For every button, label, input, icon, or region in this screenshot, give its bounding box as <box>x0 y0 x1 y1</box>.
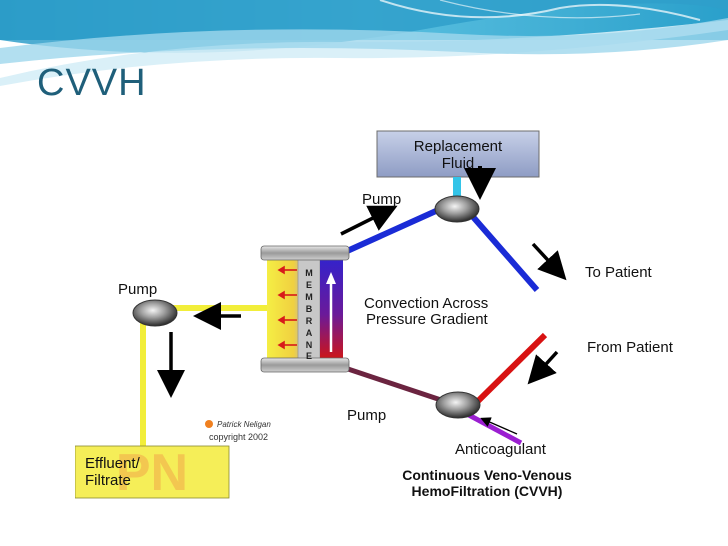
replacement-fluid-label: Replacement <box>414 138 503 155</box>
filtration-arrows <box>277 265 297 350</box>
filter-bottom-cap <box>260 357 350 373</box>
arrow-from-patient <box>527 350 559 385</box>
pump-bottom <box>435 391 481 419</box>
effluent-label-2: Filtrate <box>85 472 131 489</box>
pump-bottom-label: Pump <box>347 407 386 424</box>
diagram-caption-2: HemoFiltration (CVVH) <box>412 483 563 499</box>
pump-left <box>132 299 178 327</box>
blood-flow-arrowhead <box>326 272 336 284</box>
arterial-line-to-filter <box>344 365 448 405</box>
header-banner <box>0 0 728 86</box>
slide-title: CVVH <box>37 62 147 104</box>
from-patient-label: From Patient <box>587 339 674 356</box>
membrane-letter: M <box>305 268 313 278</box>
replacement-fluid-box: Replacement Fluid <box>376 130 540 178</box>
convection-label-2: Pressure Gradient <box>366 311 489 328</box>
membrane-letter: E <box>306 280 312 290</box>
effluent-watermark: PN <box>116 444 188 500</box>
arrow-to-pump-top <box>340 205 398 236</box>
pump-top <box>434 195 480 223</box>
convection-label: Convection Across <box>364 295 488 312</box>
membrane-letter: E <box>306 351 312 361</box>
author-credit: Patrick Neligan copyright 2002 <box>205 420 271 442</box>
venous-line-to-patient <box>464 208 540 292</box>
membrane-letter: B <box>306 304 313 314</box>
credit-name: Patrick Neligan <box>217 420 271 429</box>
credit-copyright: copyright 2002 <box>209 432 268 442</box>
pump-left-label: Pump <box>118 281 157 298</box>
arrow-anticoagulant <box>480 417 518 435</box>
replacement-fluid-label-2: Fluid <box>442 155 475 172</box>
filter-top-cap <box>260 245 350 261</box>
diagram-caption: Continuous Veno-Venous <box>402 467 572 483</box>
arrow-to-patient <box>531 242 567 281</box>
arterial-line-from-patient <box>470 332 548 409</box>
replacement-line <box>453 177 461 203</box>
cvvh-diagram: Replacement Fluid M E M B R A N E <box>75 130 674 500</box>
pump-top-label: Pump <box>362 191 401 208</box>
hemofilter: M E M B R A N E <box>260 245 350 373</box>
anticoagulant-label: Anticoagulant <box>455 441 547 458</box>
credit-logo-icon <box>205 420 213 428</box>
to-patient-label: To Patient <box>585 264 653 281</box>
membrane-letter: N <box>306 340 313 350</box>
effluent-box: PN Effluent/ Filtrate <box>75 444 230 500</box>
anticoagulant-line <box>465 411 523 446</box>
venous-line-to-pump <box>343 203 449 255</box>
membrane-letter: M <box>305 292 313 302</box>
membrane-letter: A <box>306 328 313 338</box>
membrane-letter: R <box>306 316 313 326</box>
effluent-label: Effluent/ <box>85 455 141 472</box>
